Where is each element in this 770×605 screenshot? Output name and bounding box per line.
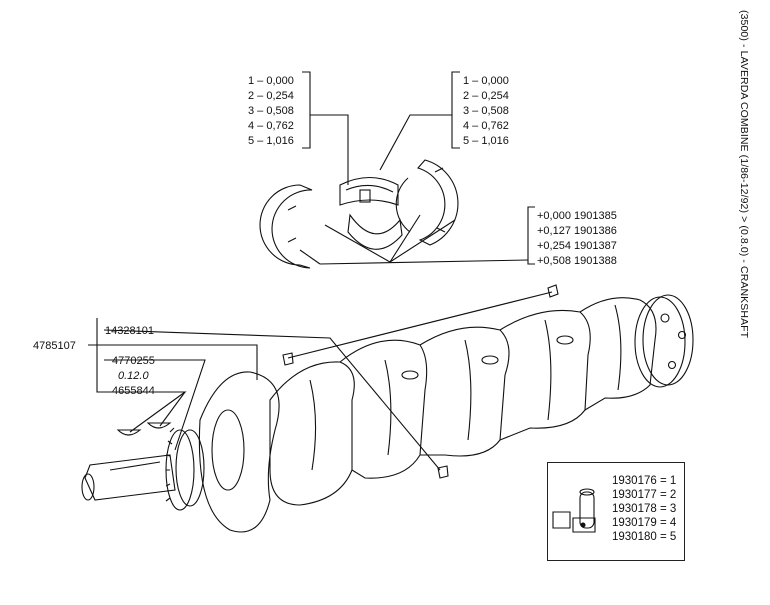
- left-size-2: 2 – 0,254: [248, 90, 294, 102]
- legend-row-1: 1930176 = 1: [612, 475, 676, 487]
- legend-row-3: 1930178 = 3: [612, 503, 676, 515]
- gear-part-label: 4770255: [112, 355, 155, 367]
- thrust-washer-row-3: +0,254 1901387: [537, 240, 617, 252]
- plug-part-leader: [103, 329, 441, 471]
- key-part-leader: [104, 391, 187, 433]
- thrust-leader-branch-1: [299, 249, 321, 265]
- right-size-2: 2 – 0,254: [463, 90, 509, 102]
- woodruff-key-2: [146, 422, 172, 429]
- right-size-bracket: [451, 71, 460, 149]
- gear-note-label: 0.12.0: [118, 370, 149, 382]
- thrust-washer-leader: [319, 259, 529, 265]
- right-size-1: 1 – 0,000: [463, 75, 509, 87]
- thrust-washer-right: [395, 159, 459, 246]
- thrust-leader-branch-2: [324, 224, 391, 263]
- gear-part-leader: [104, 359, 206, 451]
- crankshaft-part-leader: [88, 344, 258, 380]
- woodruff-key-1: [116, 429, 142, 436]
- plug-part-label: 14328101: [105, 325, 154, 337]
- key-part-leader-2: [159, 391, 186, 427]
- thrust-washer-row-1: +0,000 1901385: [537, 210, 617, 222]
- left-size-4: 4 – 0,762: [248, 120, 294, 132]
- left-size-1: 1 – 0,000: [248, 75, 294, 87]
- legend-row-2: 1930177 = 2: [612, 489, 676, 501]
- bearing-kit-illustration: [552, 488, 596, 533]
- part-group-bracket: [96, 318, 104, 393]
- left-size-bracket: [302, 71, 311, 149]
- legend-row-4: 1930179 = 4: [612, 517, 677, 529]
- oil-plug-bottom: [437, 465, 449, 479]
- left-size-leader: [310, 114, 349, 185]
- right-size-3: 3 – 0,508: [463, 105, 509, 117]
- legend-row-5: 1930180 = 5: [612, 531, 676, 543]
- thrust-washer-left: [259, 184, 313, 269]
- oil-plug-mid: [282, 352, 294, 366]
- thrust-leader-branch-3: [389, 214, 421, 263]
- bearing-kit-legend-box: [547, 462, 685, 561]
- plug-leader-line: [287, 291, 553, 359]
- crankshaft-part-label: 4785107: [33, 340, 76, 352]
- oil-plug-top: [547, 284, 559, 298]
- left-size-3: 3 – 0,508: [248, 105, 294, 117]
- right-size-5: 5 – 1,016: [463, 135, 509, 147]
- thrust-washer-bracket: [527, 206, 535, 265]
- key-part-label: 4655844: [112, 385, 155, 397]
- crankshaft-body: [81, 294, 694, 533]
- main-bearing-shells: [339, 176, 403, 250]
- thrust-washer-row-4: +0,508 1901388: [537, 255, 617, 267]
- left-size-5: 5 – 1,016: [248, 135, 294, 147]
- right-size-leader: [379, 114, 452, 171]
- thrust-washer-row-2: +0,127 1901386: [537, 225, 617, 237]
- right-size-4: 4 – 0,762: [463, 120, 509, 132]
